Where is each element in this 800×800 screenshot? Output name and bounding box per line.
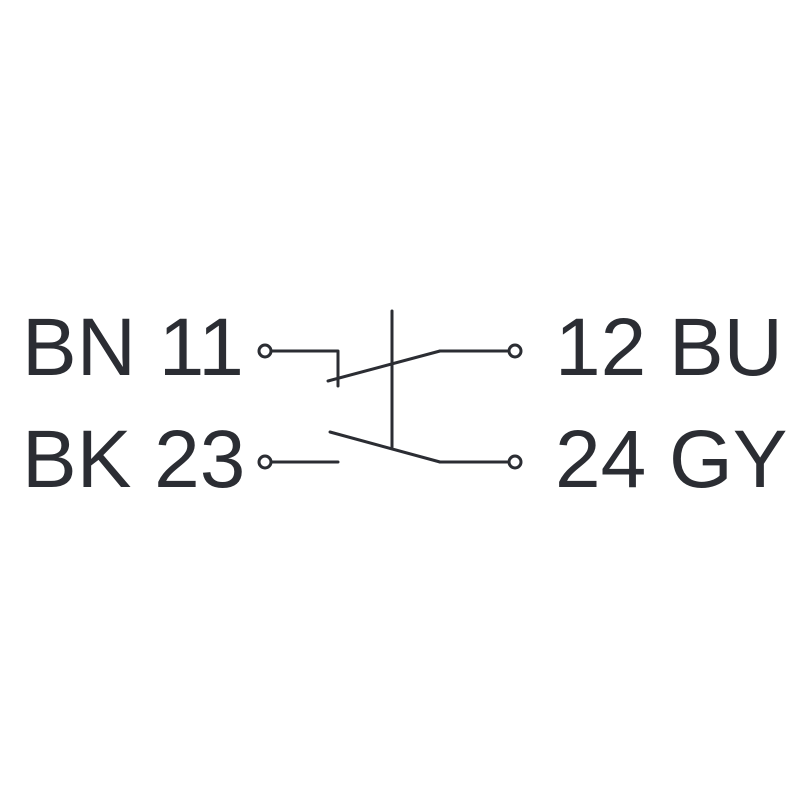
terminal-11 [257,343,273,359]
label-bk-23: BK 23 [22,414,245,505]
nc-contact-left-wire [270,349,340,388]
terminal-24 [507,454,523,470]
label-12-bu: 12 BU [555,302,783,393]
terminal-23 [257,454,273,470]
no-contact-blade [328,430,442,464]
label-24-gy: 24 GY [555,414,787,505]
terminal-12 [507,343,523,359]
nc-contact-blade [326,349,442,383]
label-bn-11: BN 11 [22,302,244,393]
